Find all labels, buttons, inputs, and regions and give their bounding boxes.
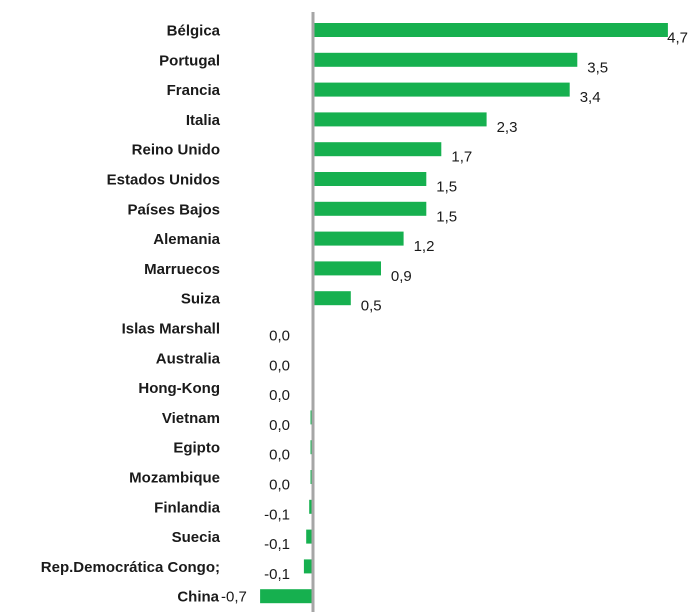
category-label: Suecia [172, 529, 221, 546]
bar [313, 201, 427, 216]
category-label: Estados Unidos [107, 172, 220, 189]
category-label: Alemania [153, 231, 220, 248]
bars [260, 23, 668, 604]
bar [313, 261, 381, 276]
category-label: Rep.Democrática Congo; [41, 559, 220, 576]
category-label: Italia [186, 112, 221, 129]
value-label: 0,0 [269, 417, 290, 434]
bar [303, 559, 313, 574]
value-label: 3,5 [587, 59, 608, 76]
category-label: Bélgica [167, 23, 221, 40]
category-label: Hong-Kong [138, 380, 220, 397]
category-label: Países Bajos [127, 201, 220, 218]
bar [309, 499, 313, 514]
value-label: -0,1 [264, 536, 290, 553]
category-label: Marruecos [144, 261, 220, 278]
value-label: -0,7 [221, 589, 247, 606]
value-label: 1,5 [436, 179, 457, 196]
value-label: 1,5 [436, 208, 457, 225]
value-label: 1,2 [414, 238, 435, 255]
value-label: 4,7 [667, 30, 688, 47]
bar [313, 23, 668, 37]
category-label: Australia [156, 350, 221, 367]
category-label: Francia [167, 82, 221, 99]
bar [260, 589, 313, 604]
value-label: 0,0 [269, 357, 290, 374]
bar [313, 231, 404, 246]
category-label: Portugal [159, 52, 220, 69]
category-label: Finlandia [154, 499, 220, 516]
value-label: 0,9 [391, 268, 412, 285]
bar [313, 142, 442, 157]
category-label: Mozambique [129, 470, 220, 487]
bar [313, 52, 578, 67]
value-label: 0,0 [269, 447, 290, 464]
category-label: Suiza [181, 291, 221, 308]
value-label: 2,3 [497, 119, 518, 136]
value-label: 0,0 [269, 477, 290, 494]
bar [313, 291, 351, 306]
value-label: 0,0 [269, 328, 290, 345]
category-label: Egipto [173, 440, 220, 457]
value-label: 1,7 [451, 149, 472, 166]
bar [313, 112, 487, 127]
bar [313, 172, 427, 186]
category-label: Reino Unido [132, 142, 220, 159]
category-label: Vietnam [162, 410, 220, 427]
value-label: 0,5 [361, 298, 382, 315]
value-label: 0,0 [269, 387, 290, 404]
category-label: China [177, 589, 219, 606]
bar [313, 82, 570, 97]
value-label: 3,4 [580, 89, 601, 106]
value-label: -0,1 [264, 566, 290, 583]
bar [306, 529, 313, 544]
value-label: -0,1 [264, 506, 290, 523]
category-label: Islas Marshall [122, 321, 220, 338]
value-labels: 4,73,53,42,31,71,51,51,20,90,50,00,00,00… [221, 30, 688, 606]
